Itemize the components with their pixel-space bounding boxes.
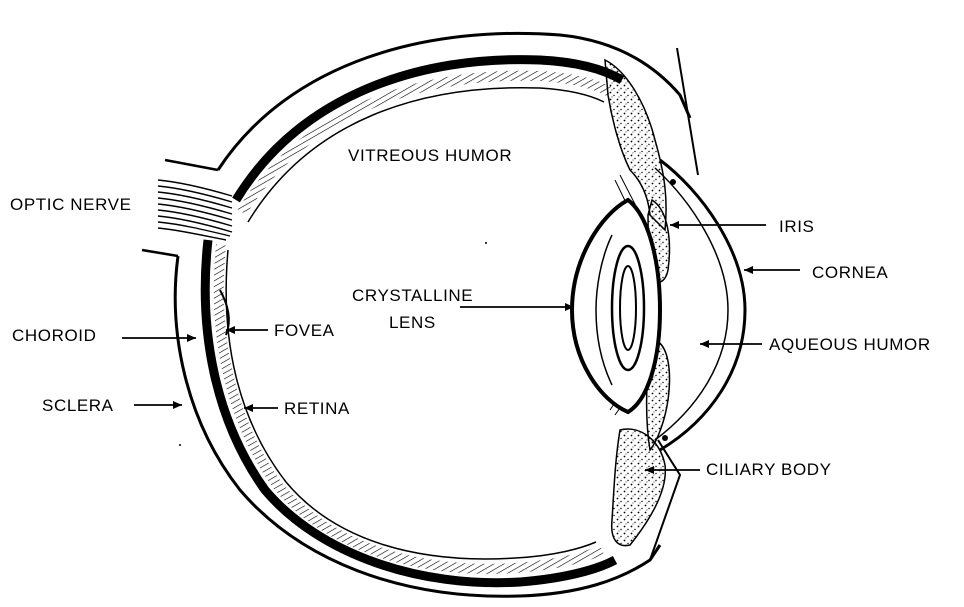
label-aqueous-humor: AQUEOUS HUMOR (769, 336, 931, 353)
label-retina: RETINA (284, 400, 350, 417)
label-fovea: FOVEA (274, 322, 335, 339)
upper-eyelid-line (677, 48, 698, 175)
label-vitreous-humor: VITREOUS HUMOR (348, 147, 512, 164)
ciliary-body-lower (612, 429, 666, 546)
eyelid-gland-lower (662, 435, 668, 441)
label-iris: IRIS (779, 218, 814, 235)
dust-mark-1 (485, 242, 487, 244)
optic-nerve-fibers (158, 180, 232, 240)
label-sclera: SCLERA (42, 397, 114, 414)
label-optic-nerve: OPTIC NERVE (10, 196, 132, 213)
optic-nerve-sheath-bottom (142, 250, 178, 256)
label-ciliary-body: CILIARY BODY (706, 461, 832, 478)
label-crystalline: CRYSTALLINE (352, 287, 473, 304)
eyelid-gland-upper (670, 179, 676, 185)
label-choroid: CHOROID (12, 327, 96, 344)
optic-nerve-sheath-top (165, 160, 218, 170)
label-lens: LENS (389, 314, 436, 331)
dust-mark-2 (179, 444, 181, 446)
label-cornea: CORNEA (812, 264, 888, 281)
crystalline-lens-capsule (572, 200, 660, 412)
cornea-outer (660, 160, 745, 450)
retina-upper (242, 76, 610, 212)
